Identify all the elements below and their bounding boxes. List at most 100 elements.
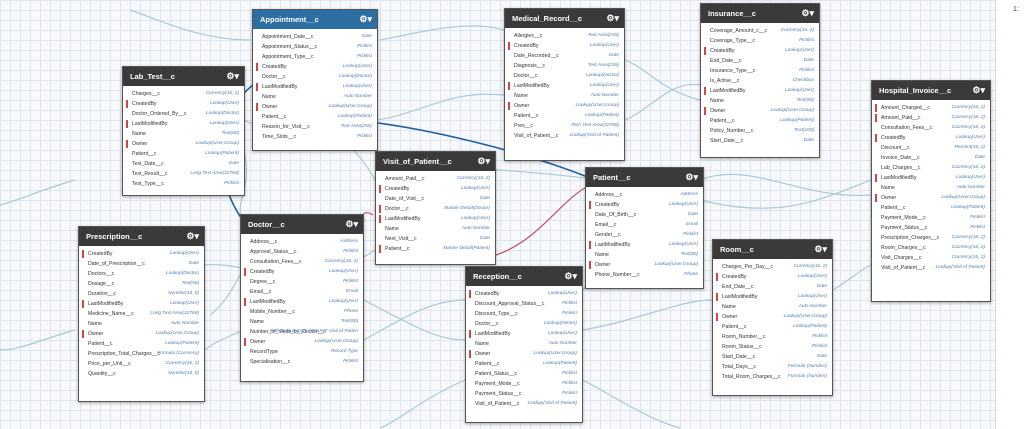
entity-header[interactable]: Insurance__c⚙▾ — [701, 4, 819, 23]
entity-header[interactable]: Medical_Record__c⚙▾ — [505, 9, 624, 28]
entity-header[interactable]: Appointment__c⚙▾ — [253, 10, 377, 29]
gear-icon[interactable]: ⚙▾ — [685, 172, 698, 182]
gear-icon[interactable]: ⚙▾ — [226, 71, 239, 81]
entity-header[interactable]: Hospital_Invoice__c⚙▾ — [872, 81, 990, 100]
gear-icon[interactable]: ⚙▾ — [477, 156, 490, 166]
gear-icon[interactable]: ⚙▾ — [186, 231, 199, 241]
gear-icon[interactable]: ⚙▾ — [814, 244, 827, 254]
gear-icon[interactable]: ⚙▾ — [606, 13, 619, 23]
gear-icon[interactable]: ⚙▾ — [345, 219, 358, 229]
gear-icon[interactable]: ⚙▾ — [564, 271, 577, 281]
gear-icon[interactable]: ⚙▾ — [801, 8, 814, 18]
entity-header[interactable]: Lab_Test__c⚙▾ — [123, 67, 244, 86]
gear-icon[interactable]: ⚙▾ — [972, 85, 985, 95]
